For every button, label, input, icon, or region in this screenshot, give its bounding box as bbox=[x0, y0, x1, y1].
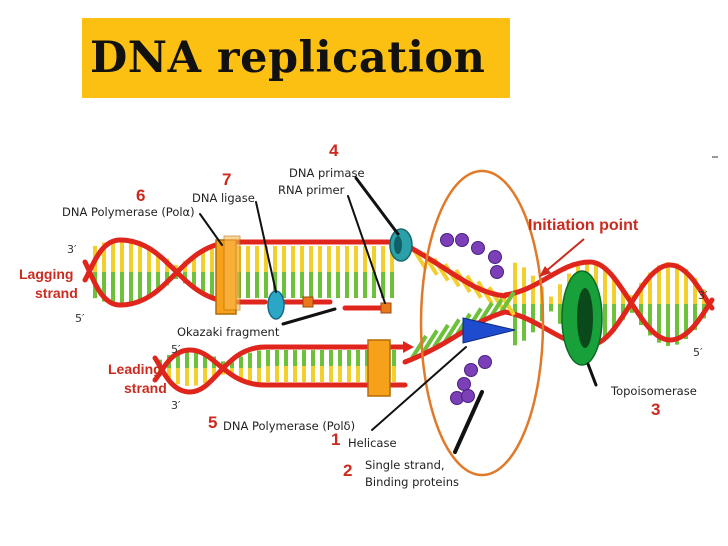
parental-strand-b bbox=[502, 262, 715, 348]
lagging-template-strand bbox=[82, 239, 403, 308]
ssb-protein bbox=[464, 363, 478, 377]
base-pair bbox=[410, 334, 428, 360]
dna-polymerase-delta bbox=[367, 339, 391, 397]
rna-primer-2 bbox=[380, 302, 392, 314]
label-topoisomerase: Topoisomerase bbox=[611, 384, 697, 398]
lagging-base-pairs bbox=[93, 240, 394, 304]
leading-new-strand bbox=[152, 344, 405, 395]
label-dna-polymerase-delta: DNA Polymerase (Polδ) bbox=[223, 419, 356, 433]
title-banner bbox=[82, 18, 510, 98]
dna-ligase bbox=[267, 290, 285, 320]
label-lagging-line1: Lagging bbox=[19, 266, 74, 282]
ssb-protein bbox=[457, 377, 471, 391]
page-title: DNA replication bbox=[90, 33, 486, 83]
topoisomerase-hole bbox=[577, 288, 593, 348]
label-dna-ligase: DNA ligase bbox=[192, 191, 255, 205]
rna-primer-1 bbox=[302, 296, 314, 308]
end-leading-3prime: 3′ bbox=[171, 399, 181, 412]
label-dna-polymerase-alpha: DNA Polymerase (Polα) bbox=[62, 205, 195, 219]
ssb-protein bbox=[461, 389, 475, 403]
dna-polymerase-alpha-back bbox=[223, 235, 241, 311]
step-number-5: 5 bbox=[208, 413, 218, 432]
leading-base-pairs bbox=[158, 350, 396, 386]
pointer-ssb bbox=[453, 390, 484, 454]
ssb-protein bbox=[455, 233, 469, 247]
step-number-4: 4 bbox=[329, 141, 339, 160]
base-pair bbox=[421, 329, 439, 354]
initiation-arrow bbox=[544, 238, 585, 273]
label-okazaki-fragment: Okazaki fragment bbox=[177, 325, 280, 339]
lagging-new-strand bbox=[82, 237, 268, 305]
step-number-1: 1 bbox=[331, 430, 341, 449]
base-pair bbox=[443, 318, 461, 343]
label-leading-line2: strand bbox=[124, 380, 167, 396]
end-right-3prime: 3′ bbox=[698, 289, 708, 302]
pointer-okazaki bbox=[281, 307, 337, 326]
ssb-protein bbox=[478, 355, 492, 369]
step-number-7: 7 bbox=[222, 170, 232, 189]
fork-lower-strand bbox=[402, 309, 508, 365]
label-ssb-line2: Binding proteins bbox=[365, 475, 459, 489]
label-initiation-point: Initiation point bbox=[528, 217, 639, 234]
ssb-protein bbox=[488, 250, 502, 264]
pointer-helicase bbox=[371, 346, 467, 431]
step-number-6: 6 bbox=[136, 186, 146, 205]
leading-strand-region bbox=[152, 341, 414, 395]
pointer-rna-primer bbox=[347, 195, 386, 304]
step-number-2: 2 bbox=[343, 461, 353, 480]
parental-strand-a bbox=[502, 259, 715, 343]
base-pair bbox=[432, 323, 450, 349]
dna-primase-inner bbox=[394, 236, 402, 254]
initiation-arrow-head bbox=[539, 266, 551, 277]
ssb-protein bbox=[490, 265, 504, 279]
fork-upper-strand bbox=[397, 239, 508, 299]
leading-arrow-head bbox=[403, 341, 414, 353]
initiation-ellipse bbox=[419, 169, 545, 477]
pointer-primase bbox=[354, 176, 400, 236]
end-lagging-3prime: 3′ bbox=[67, 243, 77, 256]
ssb-protein bbox=[471, 241, 485, 255]
lagging-strand-region bbox=[82, 237, 403, 314]
label-rna-primer: RNA primer bbox=[278, 183, 345, 197]
parental-helix bbox=[502, 259, 715, 348]
label-dna-primase: DNA primase bbox=[289, 166, 365, 180]
label-ssb-line1: Single strand, bbox=[365, 458, 445, 472]
pointer-topoisomerase bbox=[586, 362, 598, 387]
ssb-proteins bbox=[440, 233, 504, 405]
label-helicase: Helicase bbox=[348, 436, 397, 450]
pointer-lines bbox=[199, 176, 598, 454]
pointer-ligase bbox=[255, 201, 277, 293]
end-right-5prime: 5′ bbox=[693, 346, 703, 359]
end-lagging-5prime: 5′ bbox=[75, 312, 85, 325]
pointer-polalpha bbox=[199, 213, 223, 246]
label-leading-line1: Leading bbox=[108, 361, 162, 377]
ssb-protein bbox=[440, 233, 454, 247]
leading-template-strand bbox=[152, 347, 408, 388]
end-leading-5prime: 5′ bbox=[171, 343, 181, 356]
label-lagging-line2: strand bbox=[35, 285, 78, 301]
step-number-3: 3 bbox=[651, 400, 661, 419]
helicase bbox=[462, 317, 516, 344]
